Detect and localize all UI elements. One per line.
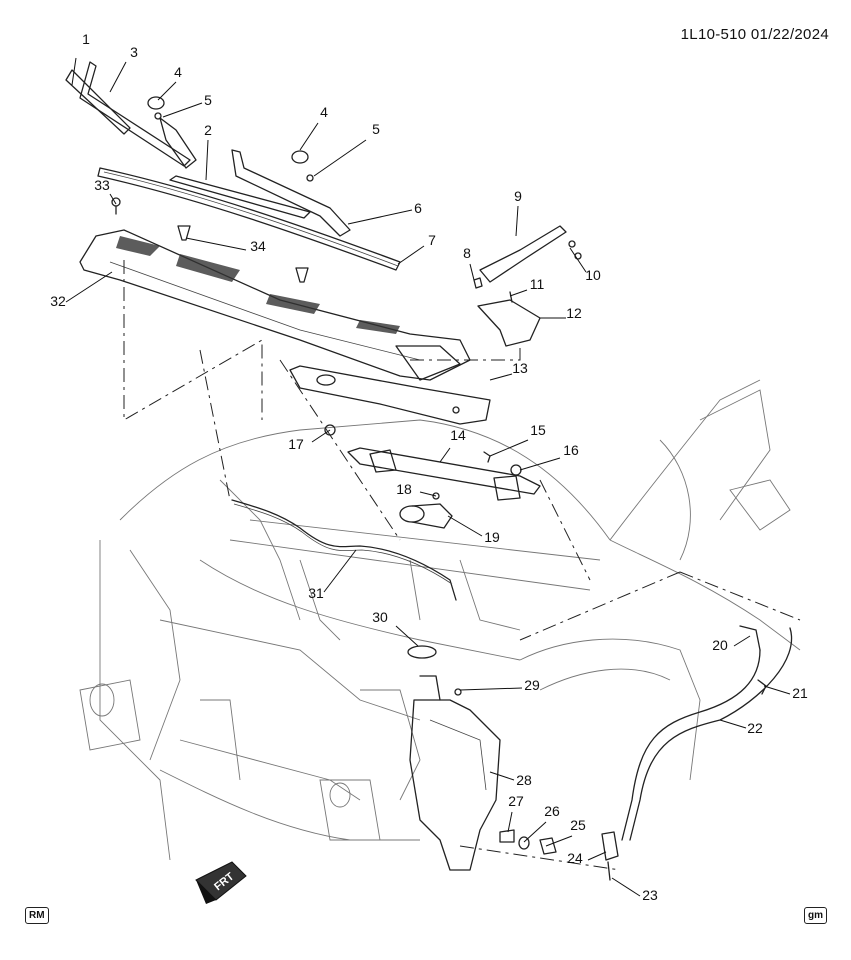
leader-line-13: [489, 373, 513, 381]
phantom-lines: [123, 260, 801, 871]
callout-14: 14: [450, 427, 466, 443]
leader-line-16: [519, 457, 561, 471]
callout-29: 29: [524, 677, 540, 693]
leader-line-18: [419, 491, 437, 497]
washer-hose: [231, 499, 457, 601]
callout-24: 24: [567, 850, 583, 866]
leader-line-24: [587, 851, 607, 861]
leader-line-10: [569, 247, 587, 273]
washer-reservoir: [407, 645, 501, 871]
wiper-arm-left: [65, 61, 197, 169]
callout-5: 5: [204, 92, 212, 108]
callout-22: 22: [747, 720, 763, 736]
leader-line-26: [523, 821, 547, 843]
callout-33: 33: [94, 177, 110, 193]
wiper-motor: [399, 492, 453, 529]
leader-line-32: [65, 271, 113, 303]
leader-line-23: [611, 877, 641, 897]
front-direction-arrow-icon: FRT: [195, 861, 247, 904]
leader-line-33: [109, 193, 117, 205]
leader-line-3: [109, 61, 127, 93]
callout-16: 16: [563, 442, 579, 458]
callout-23: 23: [642, 887, 658, 903]
hood-rear-seal: [97, 167, 401, 271]
callout-18: 18: [396, 481, 412, 497]
leader-line-30: [395, 625, 419, 647]
wiper-linkage: [324, 424, 541, 501]
cowl-brackets: [473, 225, 582, 347]
leader-line-19: [447, 515, 483, 537]
leader-line-11: [509, 289, 528, 297]
leader-line-20: [733, 635, 751, 647]
callout-30: 30: [372, 609, 388, 625]
leader-line-29: [459, 687, 523, 691]
leader-line-17: [311, 429, 331, 443]
leader-line-6: [347, 209, 413, 225]
rm-badge: RM: [25, 907, 49, 924]
leader-line-7: [397, 245, 425, 265]
washer-pump-parts: [499, 829, 619, 881]
gm-logo-icon: gm: [804, 907, 827, 924]
callout-11: 11: [530, 276, 545, 292]
leader-line-14: [439, 447, 451, 463]
callout-27: 27: [508, 793, 524, 809]
cowl-vent-panel: [79, 197, 471, 381]
callout-1: 1: [82, 31, 90, 47]
leader-line-1: [71, 57, 77, 86]
leader-line-28: [489, 771, 515, 781]
leader-line-5: [313, 139, 367, 177]
callout-9: 9: [514, 188, 522, 204]
callout-17: 17: [288, 436, 304, 452]
callout-31: 31: [308, 585, 324, 601]
leader-line-22: [719, 719, 747, 729]
vehicle-body-outline: [79, 379, 801, 861]
leader-line-9: [515, 205, 519, 237]
leader-line-2: [205, 139, 209, 181]
callout-26: 26: [544, 803, 560, 819]
leader-line-25: [545, 835, 573, 847]
rear-washer-hose: [621, 625, 793, 841]
wiper-arm-right: [169, 149, 351, 237]
callout-15: 15: [530, 422, 546, 438]
callout-21: 21: [792, 685, 808, 701]
callout-6: 6: [414, 200, 422, 216]
leader-line-27: [507, 811, 513, 833]
leader-line-5: [162, 102, 203, 118]
callout-20: 20: [712, 637, 728, 653]
callout-28: 28: [516, 772, 532, 788]
callout-8: 8: [463, 245, 471, 261]
callout-2: 2: [204, 122, 212, 138]
leader-line-15: [489, 439, 529, 457]
callout-32: 32: [50, 293, 66, 309]
callout-13: 13: [512, 360, 528, 376]
leader-line-21: [763, 685, 791, 695]
callout-25: 25: [570, 817, 586, 833]
callout-3: 3: [130, 44, 138, 60]
cowl-insulator: [289, 365, 491, 425]
callout-34: 34: [250, 238, 266, 254]
leader-line-4: [299, 122, 319, 151]
callout-4: 4: [320, 104, 328, 120]
leader-line-4: [157, 81, 177, 101]
leader-line-31: [323, 549, 357, 593]
callout-19: 19: [484, 529, 500, 545]
callout-10: 10: [585, 267, 601, 283]
callout-7: 7: [428, 232, 436, 248]
leader-line-34: [185, 237, 247, 251]
callout-4: 4: [174, 64, 182, 80]
callout-5: 5: [372, 121, 380, 137]
callout-12: 12: [566, 305, 582, 321]
diagram-code: 1L10-510 01/22/2024: [680, 26, 829, 43]
leader-line-8: [469, 263, 475, 281]
